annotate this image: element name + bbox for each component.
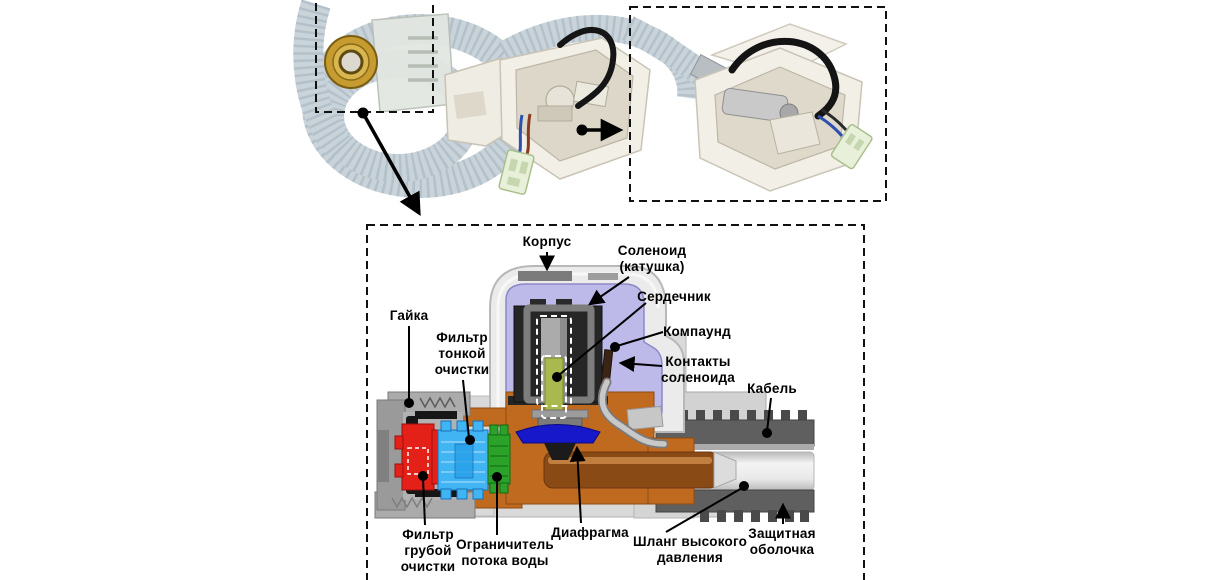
label-zashchita: Защитная оболочка [748, 526, 816, 557]
label-kompaund: Компаунд [663, 324, 731, 339]
diafragma-arrow [569, 445, 586, 524]
filtr-tonkoy-line [462, 379, 470, 439]
kompaund-line [616, 331, 664, 347]
hose-photo [293, 0, 704, 198]
callout-lines [404, 252, 791, 535]
photo-link-arrows [357, 107, 624, 216]
diaphragm-section [515, 424, 601, 444]
valve-box-photo [622, 6, 887, 202]
spring-section [419, 396, 456, 409]
kabel-line [766, 397, 772, 432]
label-serdechnik: Сердечник [637, 289, 711, 304]
fine-filter-section [437, 420, 489, 500]
connector-image [498, 149, 535, 195]
label-diafragma: Диафрагма [551, 525, 629, 540]
filtr-gruboy-line [422, 477, 426, 526]
label-filtr-tonkoy: Фильтр тонкой очистки [434, 330, 490, 377]
solenoid-coil-section [508, 299, 664, 431]
label-solenoid: Соленоид (катушка) [617, 243, 687, 274]
power-cable-closeup-image [728, 37, 840, 120]
label-gaika: Гайка [389, 308, 429, 323]
arrow-to-diagram [361, 112, 421, 216]
power-cable-image [557, 27, 617, 109]
valve-insert-image [769, 111, 821, 155]
solenoid-contacts-section [597, 349, 669, 449]
serdechnik-line [558, 302, 647, 376]
valve-cross-section [366, 224, 865, 580]
label-kontakty: Контакты соленоида [661, 354, 735, 385]
junction-box-image [444, 27, 651, 195]
outlet-tube-section [543, 451, 737, 489]
diagram-border-box [366, 224, 865, 580]
label-shlang: Шланг высокого давления [632, 534, 748, 565]
label-ogranichitel: Ограничитель потока воды [456, 537, 554, 568]
flow-limiter-section [487, 424, 511, 494]
connector-closeup-image [830, 124, 873, 170]
coarse-filter-section [394, 423, 440, 491]
detail-callout-box [315, 0, 434, 113]
kontakty-arrow [618, 356, 663, 372]
brass-nut-image [324, 35, 378, 89]
shlang-line [665, 487, 743, 533]
label-kabel: Кабель [747, 381, 797, 396]
label-filtr-gruboy: Фильтр грубой очистки [400, 527, 456, 574]
housing-cap-section [518, 271, 572, 281]
label-korpus: Корпус [522, 234, 572, 249]
diaphragm-assembly-section [515, 409, 601, 460]
closeup-callout-box [629, 6, 887, 202]
solenoid-arrow [588, 276, 630, 306]
